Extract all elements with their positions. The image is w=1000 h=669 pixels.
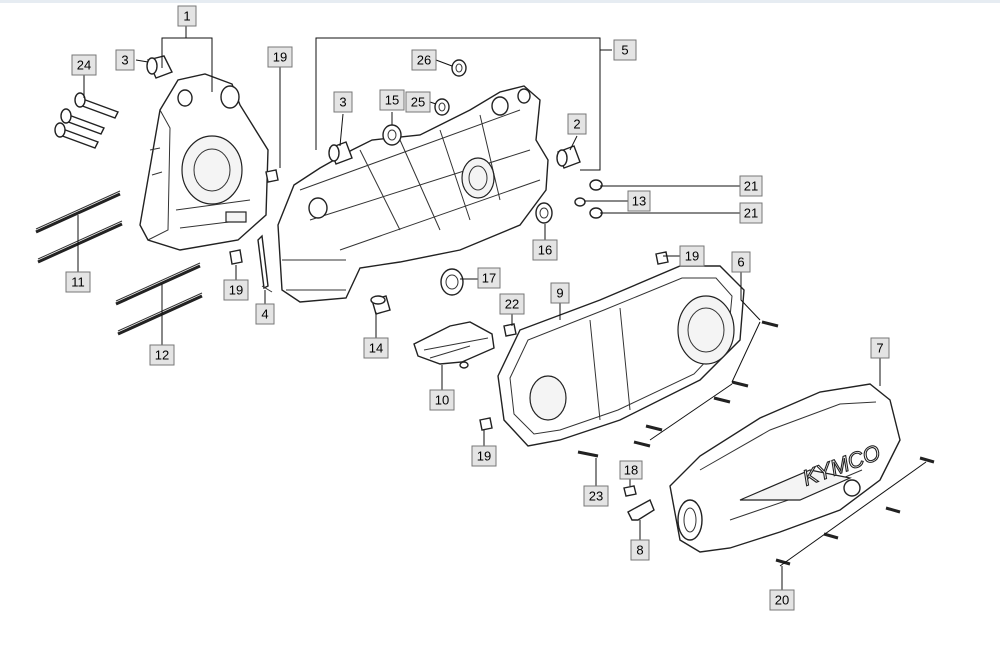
part-26-seal (451, 59, 467, 77)
callout-19-left: 19 (223, 279, 249, 301)
svg-text:24: 24 (77, 58, 91, 73)
part-8-bracket (627, 499, 655, 521)
svg-text:18: 18 (624, 463, 638, 478)
callout-2: 2 (567, 113, 587, 135)
leader-lines (77, 26, 927, 590)
part-24-bolts (54, 92, 119, 149)
callout-4: 4 (255, 303, 275, 325)
svg-text:19: 19 (477, 449, 491, 464)
part-22-bolt (503, 323, 517, 337)
svg-text:14: 14 (369, 341, 383, 356)
callout-11: 11 (65, 271, 91, 293)
part-9-inner-cover (497, 265, 745, 447)
svg-text:5: 5 (621, 43, 628, 58)
callout-12: 12 (149, 344, 175, 366)
svg-text:26: 26 (417, 53, 431, 68)
callout-19-bottom: 19 (471, 445, 497, 467)
svg-text:22: 22 (505, 297, 519, 312)
part-4-pipe (257, 234, 273, 293)
callout-17: 17 (477, 267, 501, 289)
callout-10: 10 (429, 389, 455, 411)
svg-text:21: 21 (744, 179, 758, 194)
callout-3-center: 3 (333, 91, 353, 113)
svg-text:7: 7 (876, 341, 883, 356)
part-25-bearing (434, 98, 450, 116)
part-1-left-crankcase (139, 73, 269, 251)
part-13-washer (574, 197, 586, 207)
callout-9: 9 (550, 282, 570, 304)
svg-text:23: 23 (589, 489, 603, 504)
part-10-bracket (413, 321, 495, 369)
top-border (0, 0, 1000, 3)
callout-19-top: 19 (267, 46, 293, 68)
svg-text:6: 6 (737, 255, 744, 270)
part-3-bushing-center (328, 141, 353, 165)
callout-25: 25 (405, 91, 431, 113)
part-12-studs (115, 262, 203, 336)
callout-1: 1 (177, 5, 197, 27)
svg-text:12: 12 (155, 348, 169, 363)
part-23-bolt (577, 450, 599, 458)
callout-20: 20 (769, 589, 795, 611)
callout-15: 15 (379, 89, 405, 111)
callout-24: 24 (71, 54, 97, 76)
svg-text:1: 1 (183, 9, 190, 24)
callout-21-lower: 21 (739, 202, 763, 224)
part-3-bushing-left (146, 55, 173, 79)
svg-text:13: 13 (632, 194, 646, 209)
callout-7: 7 (870, 337, 890, 359)
part-14-plug (370, 295, 391, 315)
svg-text:10: 10 (435, 393, 449, 408)
part-17-seal (440, 268, 464, 296)
svg-text:20: 20 (775, 593, 789, 608)
part-21-bolt-upper (589, 179, 603, 191)
svg-text:19: 19 (685, 249, 699, 264)
callout-22: 22 (499, 293, 525, 315)
callout-5: 5 (613, 39, 637, 61)
svg-text:11: 11 (71, 275, 85, 290)
callout-19-right: 19 (679, 245, 705, 267)
part-7-outer-cover: KYMCO (669, 383, 901, 553)
part-5-right-crankcase (277, 85, 549, 303)
svg-text:2: 2 (573, 117, 580, 132)
part-19-dowels (229, 169, 669, 431)
callout-16: 16 (532, 239, 558, 261)
svg-text:9: 9 (556, 286, 563, 301)
callout-21-upper: 21 (739, 175, 763, 197)
svg-text:15: 15 (385, 93, 399, 108)
callout-13: 13 (627, 190, 651, 212)
svg-text:4: 4 (261, 307, 268, 322)
part-15-bearing (382, 124, 402, 146)
svg-text:19: 19 (229, 283, 243, 298)
callout-8: 8 (630, 539, 650, 561)
callout-14: 14 (363, 337, 389, 359)
part-16-seal (535, 202, 553, 224)
part-2-bushing (556, 145, 581, 169)
part-20-bolts (775, 456, 935, 566)
callout-6: 6 (731, 251, 751, 273)
svg-text:16: 16 (538, 243, 552, 258)
part-6-bolts (633, 320, 779, 448)
svg-text:25: 25 (411, 95, 425, 110)
svg-text:3: 3 (121, 53, 128, 68)
svg-text:21: 21 (744, 206, 758, 221)
callout-26: 26 (411, 49, 437, 71)
callout-23: 23 (583, 485, 609, 507)
callout-18: 18 (619, 460, 643, 480)
svg-text:17: 17 (482, 271, 496, 286)
callout-3-left: 3 (115, 49, 135, 71)
svg-text:19: 19 (273, 50, 287, 65)
part-11-studs (35, 190, 123, 264)
svg-text:8: 8 (636, 543, 643, 558)
svg-text:3: 3 (339, 95, 346, 110)
part-18-clip (623, 485, 637, 497)
